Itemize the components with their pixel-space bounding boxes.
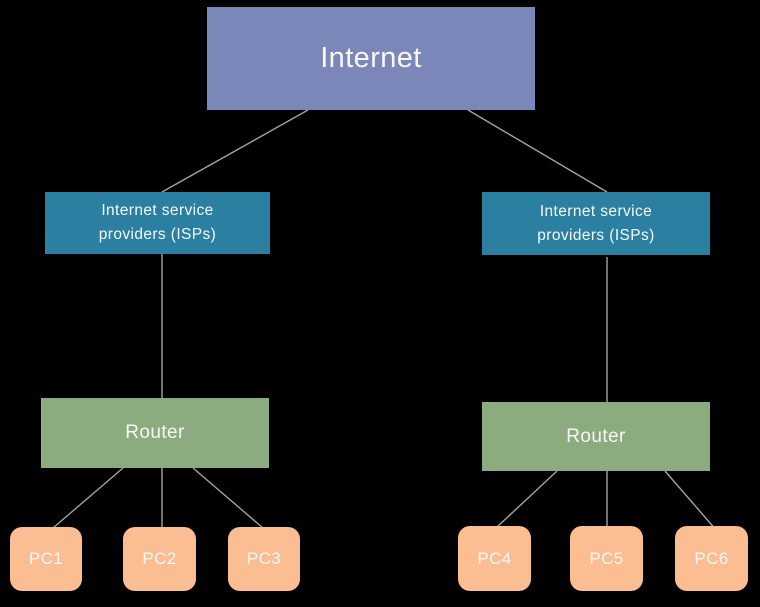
pc2-label: PC2 — [142, 549, 177, 568]
pc4-node: PC4 — [458, 526, 531, 591]
pc3-node: PC3 — [228, 527, 300, 591]
pc2-node: PC2 — [123, 527, 196, 591]
pc6-label: PC6 — [694, 548, 729, 568]
isp-right-label-line1: Internet service — [539, 202, 653, 220]
isp-right-node: Internet service providers (ISPs) — [482, 192, 710, 255]
edge-router-left-pc3 — [192, 467, 264, 529]
router-left-label: Router — [125, 422, 185, 443]
pc4-label: PC4 — [477, 548, 512, 568]
internet-node: Internet — [207, 7, 535, 110]
pc1-label: PC1 — [28, 549, 64, 568]
isp-left-label-line1: Internet service — [101, 202, 214, 219]
isp-left-node: Internet service providers (ISPs) — [45, 192, 270, 254]
isp-right-label-line2: providers (ISPs) — [537, 226, 655, 244]
isp-left-label-line2: providers (ISPs) — [98, 226, 217, 243]
edge-internet-isp-left — [161, 109, 309, 193]
pc5-label: PC5 — [589, 548, 624, 568]
router-left-node: Router — [41, 398, 269, 468]
internet-label: Internet — [320, 42, 422, 74]
edge-router-right-pc6 — [664, 470, 718, 532]
pc6-node: PC6 — [675, 526, 748, 591]
edge-internet-isp-right — [467, 109, 608, 193]
edge-router-right-pc4 — [496, 470, 558, 528]
router-right-label: Router — [566, 425, 626, 447]
router-right-node: Router — [482, 402, 710, 471]
pc5-node: PC5 — [570, 526, 643, 591]
pc3-label: PC3 — [246, 549, 282, 568]
edge-router-left-pc1 — [52, 467, 124, 529]
pc1-node: PC1 — [10, 527, 82, 591]
